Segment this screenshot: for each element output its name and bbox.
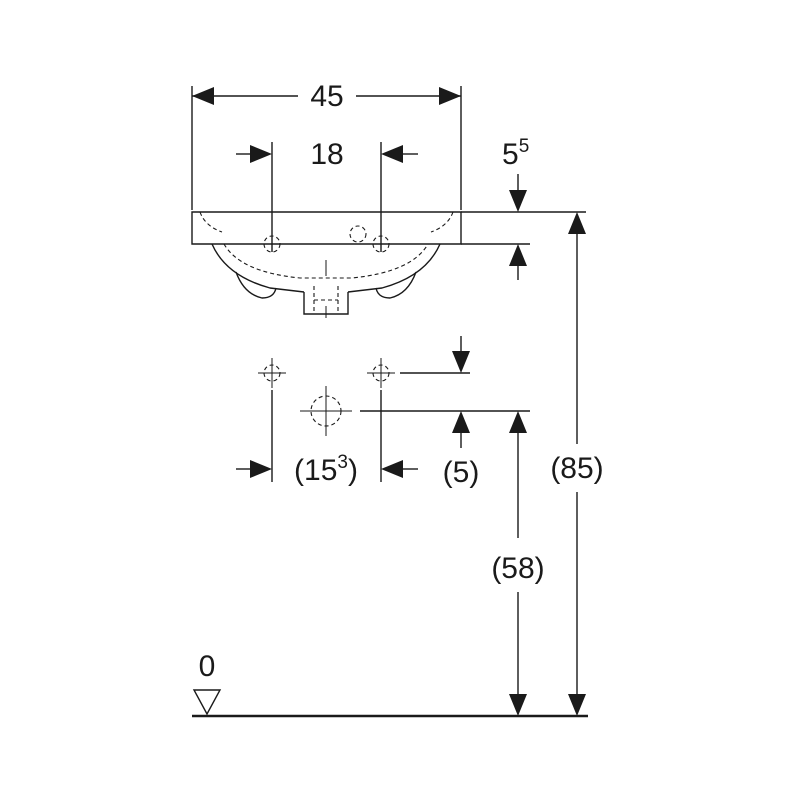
fixing-height-label: (58)	[491, 552, 544, 585]
fixing-spacing-dimension: (153)	[236, 452, 418, 487]
arrow-left	[381, 145, 403, 163]
arrow-up	[452, 411, 470, 433]
tap-hole-right	[371, 235, 391, 253]
rim-thickness-label: 55	[502, 136, 529, 171]
fixing-point-right	[367, 358, 395, 388]
fixing-point-left	[258, 358, 286, 388]
fixing-offset-label: (5)	[443, 456, 480, 489]
arrow-down	[509, 694, 527, 716]
arrow-down	[452, 351, 470, 373]
overall-width-label: 45	[310, 80, 343, 113]
arrow-right	[439, 87, 461, 105]
arrow-down	[568, 694, 586, 716]
arrow-down	[509, 190, 527, 212]
tap-hole-spacing-label: 18	[310, 138, 343, 171]
overall-width-dimension: 45	[191, 80, 462, 210]
overflow-hole	[349, 225, 367, 243]
floor-level-label: 0	[199, 650, 216, 683]
waste-connection-point	[300, 386, 352, 436]
total-height-label: (85)	[550, 452, 603, 485]
arrow-up	[509, 244, 527, 266]
arrow-up	[568, 212, 586, 234]
rim-thickness-dimension: 55	[461, 136, 586, 280]
fixing-spacing-label: (153)	[294, 452, 358, 487]
arrow-right	[250, 460, 272, 478]
arrow-left	[192, 87, 214, 105]
total-height-dimension: (85)	[550, 212, 604, 716]
wall-fixing-points	[258, 358, 395, 482]
arrow-up	[509, 411, 527, 433]
tap-hole-left	[262, 235, 282, 253]
arrow-right	[250, 145, 272, 163]
fixing-height-dimension: (58)	[491, 411, 545, 716]
tap-hole-spacing-dimension: 18	[236, 138, 418, 252]
level-triangle-icon	[192, 689, 222, 716]
arrow-left	[381, 460, 403, 478]
washbasin-front-view	[191, 211, 462, 318]
floor-level-marker: 0	[192, 650, 588, 718]
fixing-offset-dimension: (5)	[360, 336, 530, 489]
